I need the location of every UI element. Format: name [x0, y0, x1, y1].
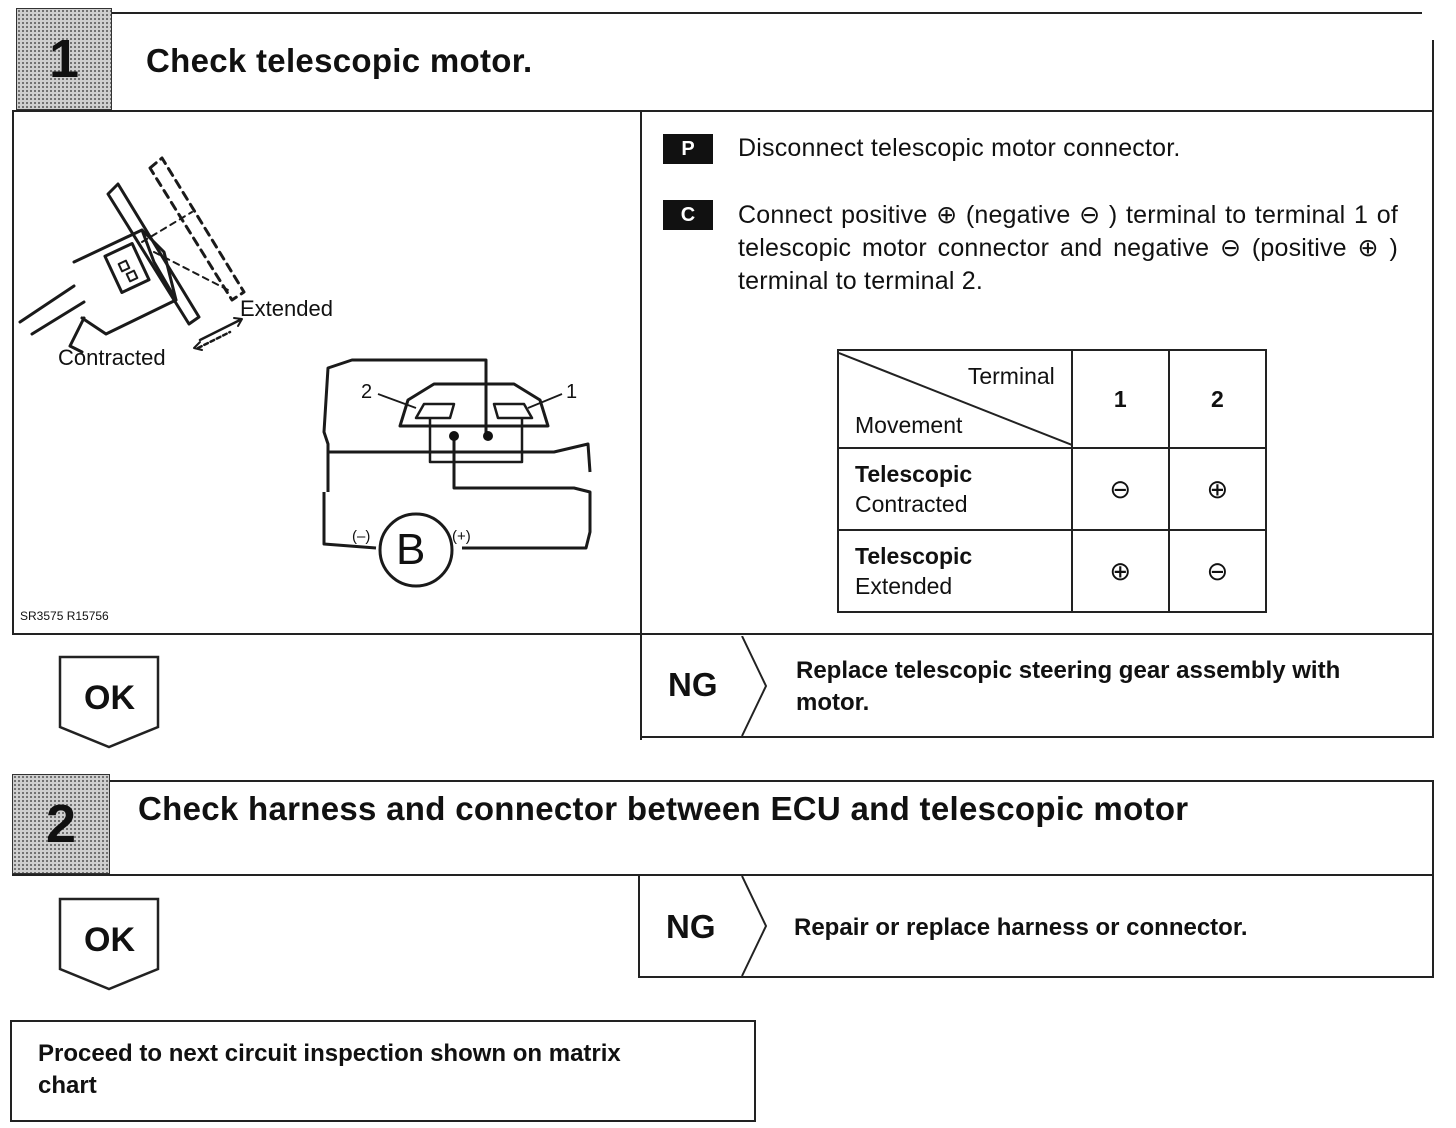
connector-outline — [398, 382, 550, 428]
ng-box-2 — [638, 876, 1434, 978]
label-contracted: Contracted — [58, 345, 166, 370]
step1-header-right-line — [1432, 40, 1434, 636]
ok-arrow-box-2 — [58, 897, 160, 991]
table-corner-cell: Terminal Movement — [837, 349, 1073, 449]
step1-header-top-line — [112, 12, 1422, 14]
row-label-top: Telescopic — [855, 461, 973, 487]
step-number-2: 2 — [12, 774, 110, 874]
cell-extended-2: ⊖ — [1167, 529, 1268, 613]
column-header-1: 1 — [1070, 349, 1170, 449]
ok-label-2: OK — [84, 921, 135, 959]
tag-check-text: C — [680, 203, 696, 226]
battery-circle — [378, 512, 454, 588]
step2-bottom-line — [12, 874, 1434, 876]
prep-text: Disconnect telescopic motor connector. — [738, 134, 1181, 162]
row-label-bottom: Extended — [855, 573, 953, 599]
step2-title: Check harness and connector between ECU … — [138, 790, 1189, 827]
ng-chevron-2 — [741, 876, 768, 977]
ng-box-1 — [640, 636, 1434, 738]
step1-bottom-line — [12, 633, 1434, 635]
ng-chevron-1 — [741, 636, 768, 737]
row-label-top: Telescopic — [855, 543, 973, 569]
corner-top-label: Terminal — [967, 363, 1055, 389]
figure-code: SR3575 R15756 — [20, 609, 109, 623]
table-row: Telescopic Extended ⊕ ⊖ — [837, 529, 1268, 613]
battery-label: B — [396, 525, 426, 574]
battery-minus-label: (–) — [352, 528, 371, 545]
ok-label-1: OK — [84, 679, 135, 717]
ng-text-1: Replace telescopic steering gear assembl… — [796, 657, 1341, 716]
label-extended: Extended — [240, 296, 333, 321]
cell-extended-1: ⊕ — [1070, 529, 1170, 613]
check-text: Connect positive ⊕ (negative ⊖ ) termina… — [738, 201, 1398, 295]
final-text: Proceed to next circuit inspection shown… — [38, 1040, 621, 1099]
step1-divider-line — [640, 110, 642, 740]
step1-title: Check telescopic motor. — [146, 42, 533, 79]
step1-header-bottom-line — [12, 110, 1434, 112]
tag-prep-text: P — [681, 137, 695, 160]
cell-contracted-1: ⊖ — [1070, 447, 1170, 531]
corner-bottom-label: Movement — [855, 412, 963, 438]
ok-arrow-box-1 — [58, 655, 160, 749]
step2-top-line — [110, 780, 1434, 782]
final-box — [10, 1020, 756, 1122]
terminal-label-1: 1 — [566, 381, 578, 403]
table-row: Telescopic Contracted ⊖ ⊕ — [837, 447, 1268, 531]
terminal-label-2: 2 — [361, 381, 373, 403]
row-label-contracted: Telescopic Contracted — [837, 447, 1073, 531]
step2-right-line — [1432, 780, 1434, 876]
row-label-extended: Telescopic Extended — [837, 529, 1073, 613]
column-header-2: 2 — [1167, 349, 1268, 449]
battery-plus-label: (+) — [452, 528, 471, 545]
telescopic-motor-figure — [18, 156, 592, 588]
terminal-dot-2 — [449, 431, 459, 441]
table-header-row: Terminal Movement 1 2 — [837, 349, 1268, 449]
tag-prep: P — [663, 134, 713, 164]
steering-column — [72, 228, 178, 336]
step1-left-line — [12, 110, 14, 634]
step-number-1: 1 — [16, 8, 112, 110]
cell-contracted-2: ⊕ — [1167, 447, 1268, 531]
terminal-movement-table: Terminal Movement 1 2 Telescopic Contrac… — [837, 349, 1268, 613]
corner-diagonal — [839, 352, 1072, 446]
step-number-2-text: 2 — [45, 794, 77, 854]
ng-text-2: Repair or replace harness or connector. — [794, 914, 1248, 941]
step-number-1-text: 1 — [48, 29, 80, 89]
steering-wheel-solid — [106, 182, 201, 326]
ng-label-1: NG — [668, 666, 718, 703]
row-label-bottom: Contracted — [855, 491, 968, 517]
tag-check: C — [663, 200, 713, 230]
motor-connector-box — [103, 242, 151, 294]
terminal-dot-1 — [483, 431, 493, 441]
ng-label-2: NG — [666, 908, 716, 945]
steering-wheel-dashed — [148, 156, 246, 302]
